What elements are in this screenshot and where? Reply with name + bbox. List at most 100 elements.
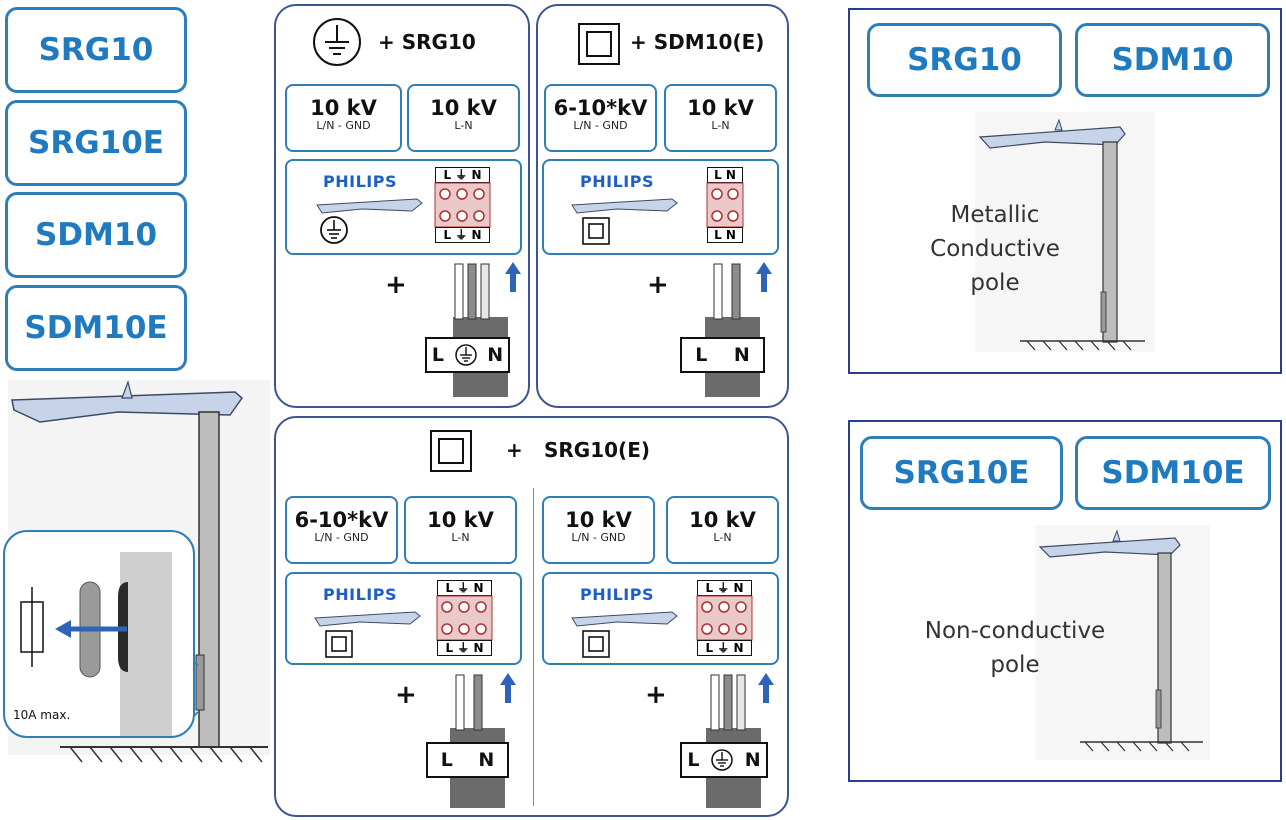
model-pill-sdm10e: SDM10E: [5, 285, 187, 371]
luminaire-box: PHILIPS L N L N: [542, 159, 779, 255]
earth-symbol-icon: [711, 749, 733, 771]
terminal-block-bottom: L ⏚ N: [435, 227, 490, 243]
model-pill-srg10: SRG10: [867, 23, 1062, 97]
fuse-label: 10A max.: [13, 708, 71, 722]
earth-symbol-icon: [320, 216, 348, 244]
caption-line: Non-conductive: [924, 618, 1106, 644]
kv-sub: L/N - GND: [314, 531, 369, 544]
terminal-block-top: L N: [707, 167, 743, 183]
kv-sub: L/N - GND: [571, 531, 626, 544]
terminal-block-bottom: L ⏚ N: [697, 640, 752, 656]
class2-symbol-icon: [582, 217, 610, 245]
philips-logo: PHILIPS: [580, 172, 654, 191]
cable-2core-icon: [705, 262, 772, 397]
nonconductive-pole-illustration: [1035, 525, 1210, 760]
caption-line: Metallic: [950, 202, 1040, 228]
label-l: L: [687, 749, 700, 771]
luminaire-icon: [316, 198, 423, 214]
philips-logo: PHILIPS: [323, 172, 397, 191]
caption-line: pole: [970, 270, 1020, 296]
cable-terminal-label: L N: [425, 337, 510, 373]
cable-2core-icon: [450, 673, 516, 808]
plus-sign: +: [385, 270, 407, 300]
kv-rating-ln: 10 kV L-N: [664, 84, 777, 152]
terminal-block-top: L ⏚ N: [697, 580, 752, 596]
fuse-detail: [20, 552, 172, 736]
model-pill-srg10e: SRG10E: [5, 100, 187, 186]
kv-value: 10 kV: [689, 508, 756, 532]
model-pill-srg10e: SRG10E: [860, 436, 1063, 510]
panel-divider: [533, 488, 534, 806]
cable-3core-icon: [453, 262, 521, 397]
luminaire-icon: [571, 198, 678, 214]
metallic-pole-caption: Metallic Conductive pole: [905, 198, 1085, 300]
kv-value: 10 kV: [565, 508, 632, 532]
terminal-block-top: L ⏚ N: [435, 167, 490, 183]
luminaire-box: PHILIPS L ⏚ N L ⏚ N: [285, 572, 522, 665]
label-n: N: [487, 344, 504, 366]
label-l: L: [431, 344, 444, 366]
kv-value: 6-10*kV: [553, 96, 648, 120]
label-l: L: [695, 344, 708, 366]
kv-rating-lngnd: 10 kV L/N - GND: [542, 496, 655, 564]
earth-symbol-icon: [454, 344, 477, 366]
kv-value: 10 kV: [430, 96, 497, 120]
luminaire-box: PHILIPS L ⏚ N L ⏚ N: [285, 159, 522, 255]
label-n: N: [478, 749, 495, 771]
luminaire-icon: [314, 611, 421, 627]
caption-line: pole: [990, 652, 1040, 678]
terminal-block-icon: [696, 595, 753, 641]
cable-terminal-label: L N: [426, 742, 509, 778]
label-n: N: [744, 749, 761, 771]
plus-sign: +: [645, 680, 667, 710]
kv-sub: L-N: [713, 531, 732, 544]
terminal-block-icon: [706, 182, 744, 228]
kv-rating-ln: 10 kV L-N: [666, 496, 779, 564]
nonconductive-pole-caption: Non-conductive pole: [910, 614, 1120, 682]
kv-value: 10 kV: [310, 96, 377, 120]
metallic-pole-illustration: [975, 112, 1155, 352]
earth-symbol-icon: [313, 18, 361, 66]
panel-b-title: + SDM10(E): [630, 30, 765, 54]
terminal-block-icon: [434, 182, 491, 228]
label-l: L: [440, 749, 453, 771]
terminal-block-icon: [436, 595, 493, 641]
kv-rating-lngnd: 6-10*kV L/N - GND: [544, 84, 657, 152]
luminaire-box: PHILIPS L ⏚ N L ⏚ N: [542, 572, 779, 665]
kv-value: 10 kV: [427, 508, 494, 532]
fuse-inset: 10A max.: [3, 530, 195, 738]
kv-sub: L-N: [711, 119, 730, 132]
kv-rating-ln: 10 kV L-N: [404, 496, 517, 564]
panel-c-plus: +: [506, 438, 523, 462]
philips-logo: PHILIPS: [323, 585, 397, 604]
model-pill-sdm10e: SDM10E: [1075, 436, 1271, 510]
cable-terminal-label: L N: [680, 742, 768, 778]
kv-sub: L/N - GND: [573, 119, 628, 132]
class2-symbol-icon: [430, 430, 472, 472]
class2-symbol-icon: [578, 23, 620, 65]
model-pill-srg10: SRG10: [5, 7, 187, 93]
panel-a-title: + SRG10: [378, 30, 476, 54]
class2-symbol-icon: [325, 630, 353, 658]
label-n: N: [733, 344, 750, 366]
kv-sub: L/N - GND: [316, 119, 371, 132]
terminal-block-bottom: L N: [707, 227, 743, 243]
class2-symbol-icon: [582, 630, 610, 658]
model-pill-sdm10: SDM10: [1075, 23, 1270, 97]
kv-sub: L-N: [454, 119, 473, 132]
kv-rating-ln: 10 kV L-N: [407, 84, 520, 152]
kv-value: 10 kV: [687, 96, 754, 120]
caption-line: Conductive: [930, 236, 1060, 262]
model-pill-sdm10: SDM10: [5, 192, 187, 278]
panel-c-title: SRG10(E): [544, 438, 650, 462]
kv-rating-lngnd: 6-10*kV L/N - GND: [285, 496, 398, 564]
luminaire-icon: [571, 611, 678, 627]
cable-3core-icon: [706, 673, 774, 808]
plus-sign: +: [395, 680, 417, 710]
kv-sub: L-N: [451, 531, 470, 544]
cable-terminal-label: L N: [680, 337, 765, 373]
philips-logo: PHILIPS: [580, 585, 654, 604]
terminal-block-bottom: L ⏚ N: [437, 640, 492, 656]
kv-rating-lngnd: 10 kV L/N - GND: [285, 84, 402, 152]
kv-value: 6-10*kV: [294, 508, 389, 532]
